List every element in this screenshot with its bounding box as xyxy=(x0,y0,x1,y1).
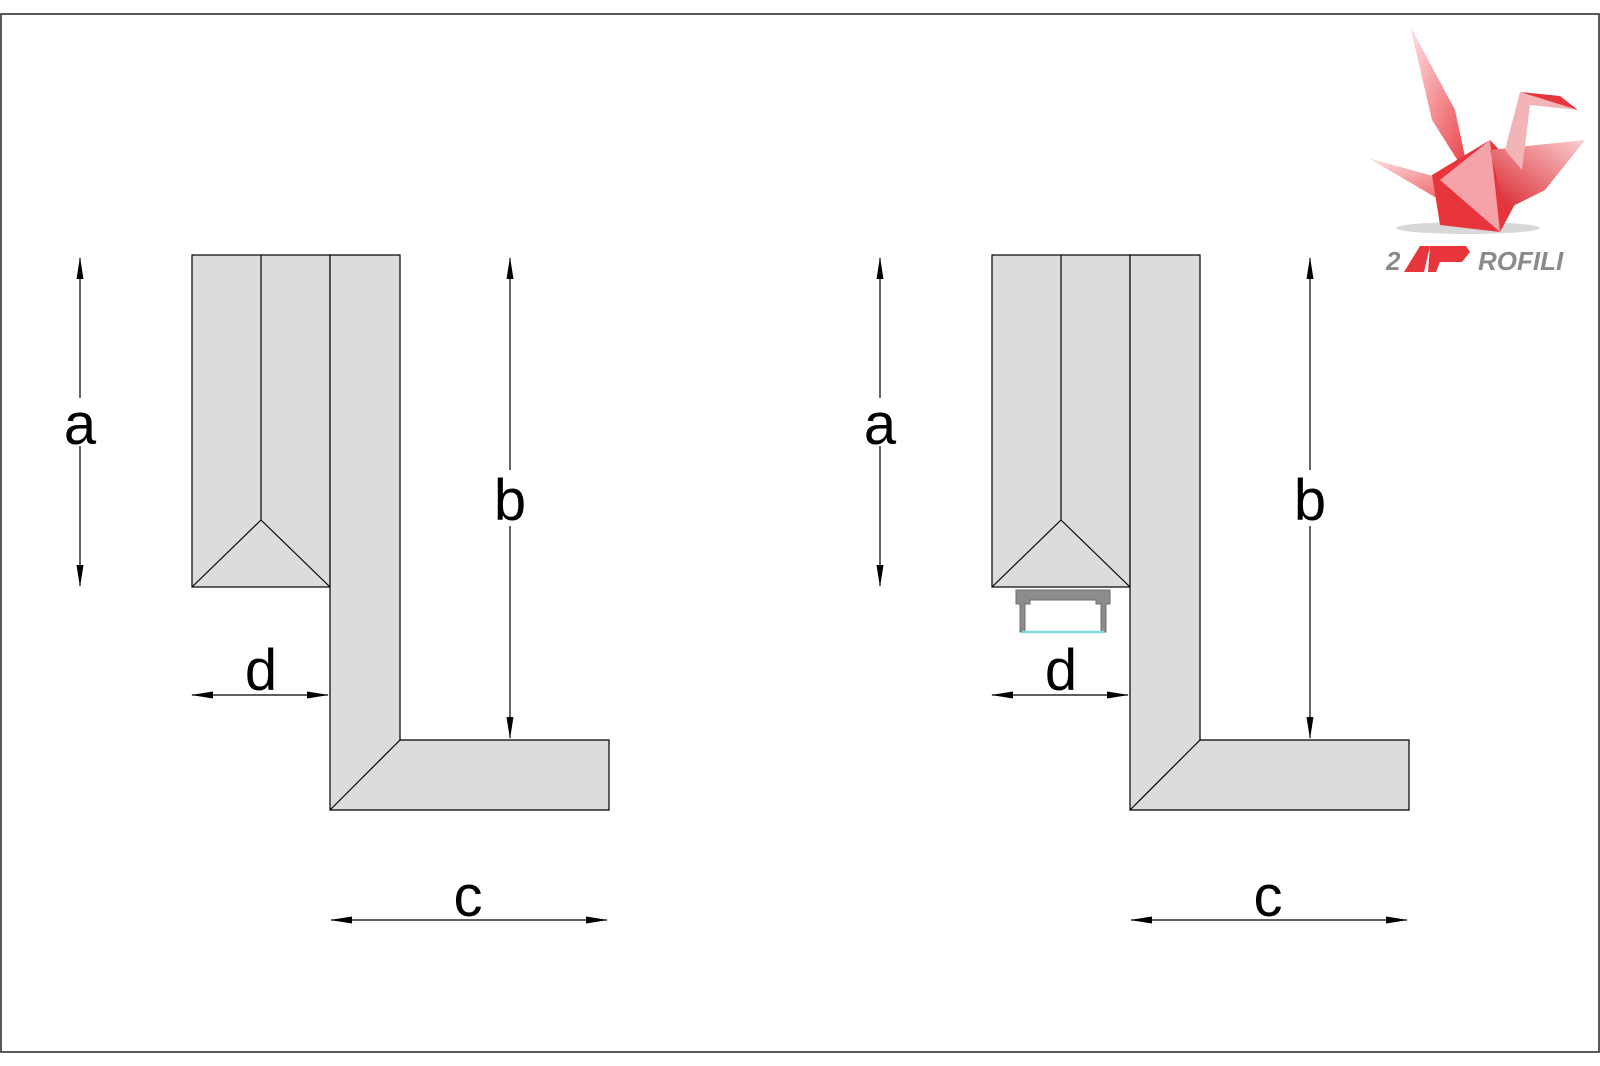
upper-block xyxy=(991,254,1131,588)
brand-mark-icon xyxy=(1404,246,1470,272)
diagram-left: a b d c xyxy=(64,254,610,929)
label-c: c xyxy=(454,864,483,929)
label-a: a xyxy=(64,392,97,457)
label-d: d xyxy=(245,638,277,703)
diagram-right: a b d c xyxy=(864,254,1410,929)
label-c: c xyxy=(1254,864,1283,929)
dimension-c: c xyxy=(330,864,608,929)
upper-block xyxy=(191,254,331,588)
origami-crane-icon xyxy=(1368,26,1585,234)
l-profile xyxy=(329,254,610,811)
dimension-a: a xyxy=(864,257,897,587)
dimension-b: b xyxy=(494,257,526,739)
label-b: b xyxy=(1294,468,1326,533)
drawing-frame xyxy=(0,13,1600,1053)
label-d: d xyxy=(1045,638,1077,703)
l-profile xyxy=(1129,254,1410,811)
dimension-c: c xyxy=(1130,864,1408,929)
label-a: a xyxy=(864,392,897,457)
brand-logo: 2 ROFILI xyxy=(1368,26,1585,276)
dimension-b: b xyxy=(1294,257,1326,739)
dimension-d: d xyxy=(191,638,329,703)
brand-wordmark: 2 ROFILI xyxy=(1385,246,1564,276)
dimension-d: d xyxy=(991,638,1129,703)
led-profile-icon xyxy=(1015,589,1111,634)
brand-prefix: 2 xyxy=(1385,246,1401,276)
dimension-a: a xyxy=(64,257,97,587)
brand-suffix: ROFILI xyxy=(1478,246,1564,276)
label-b: b xyxy=(494,468,526,533)
